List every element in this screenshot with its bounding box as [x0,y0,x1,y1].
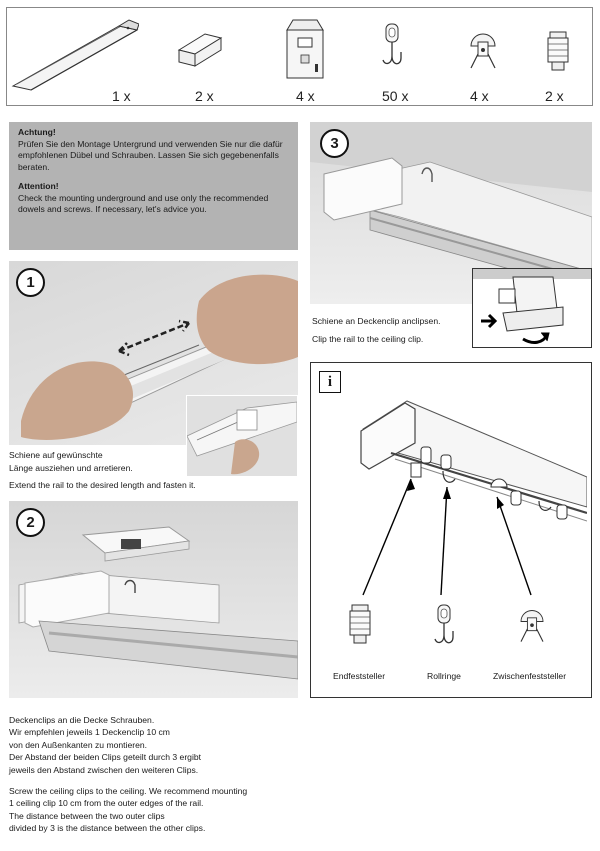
step1-inset [186,395,298,477]
step3-inset [472,268,592,348]
end-stopper-icon [547,31,569,71]
step2-photo [9,501,298,698]
step2-de-4: Der Abstand der beiden Clips geteilt dur… [9,752,202,763]
parts-list: 1 x 2 x 4 x 50 x 4 x 2 x [6,7,593,106]
label-rollringe: Rollringe [427,671,461,681]
qty-rail: 1 x [112,88,131,104]
step1-caption-en: Extend the rail to the desired length an… [9,480,196,490]
label-endfeststeller: Endfeststeller [333,671,386,681]
intermediate-stopper-icon [470,33,496,69]
label-zwischenfeststeller: Zwischenfeststeller [493,671,567,681]
step3-number: 3 [320,129,349,158]
intermediate-stopper-icon [520,610,544,642]
step1-number: 1 [16,268,45,297]
end-cap-icon [177,33,223,67]
qty-intermediate-stopper: 4 x [470,88,489,104]
qty-ceiling-clip: 4 x [296,88,315,104]
step3-caption-en: Clip the rail to the ceiling clip. [312,333,424,344]
step1-caption: Schiene auf gewünschte Länge ausziehen u… [9,449,196,492]
glider-hook-icon [434,604,454,644]
step2-caption: Deckenclips an die Decke Schrauben. Wir … [9,714,247,835]
warning-text-de: Prüfen Sie den Montage Untergrund und ve… [18,138,283,172]
rail-detail-drawing [360,400,587,596]
step2-en-4: divided by 3 is the distance between the… [9,823,206,834]
qty-end-stopper: 2 x [545,88,564,104]
step1-caption-de-2: Länge ausziehen und arretieren. [9,462,133,473]
qty-end-cap: 2 x [195,88,214,104]
glider-hook-icon [382,23,402,65]
step2-de-5: jeweils den Abstand zwischen den weitere… [9,764,199,775]
step2-en-2: 1 ceiling clip 10 cm from the outer edge… [9,798,204,809]
step3-caption: Schiene an Deckenclip anclipsen. Clip th… [312,315,441,345]
step2-de-1: Deckenclips an die Decke Schrauben. [9,715,155,725]
step3-caption-de: Schiene an Deckenclip anclipsen. [312,316,441,326]
step2-de-2: Wir empfehlen jeweils 1 Deckenclip 10 cm [9,727,170,738]
step2-en-1: Screw the ceiling clips to the ceiling. … [9,786,248,797]
warning-title-en: Attention! [18,181,59,191]
rail-icon [11,19,139,91]
qty-glider: 50 x [382,88,409,104]
end-stopper-icon [349,604,371,644]
warning-text-en: Check the mounting underground and use o… [18,192,269,215]
warning-title-de: Achtung! [18,127,56,137]
step2-de-3: von den Außenkanten zu montieren. [9,739,148,750]
step2-number: 2 [16,508,45,537]
warning-box: Achtung! Prüfen Sie den Montage Untergru… [9,122,298,250]
ceiling-clip-icon [286,19,324,79]
info-box: i Endfeststeller [310,362,592,698]
step2-en-3: The distance between the two outer clips [9,810,165,821]
step1-caption-de-1: Schiene auf gewünschte [9,450,103,460]
info-icon: i [319,371,341,393]
